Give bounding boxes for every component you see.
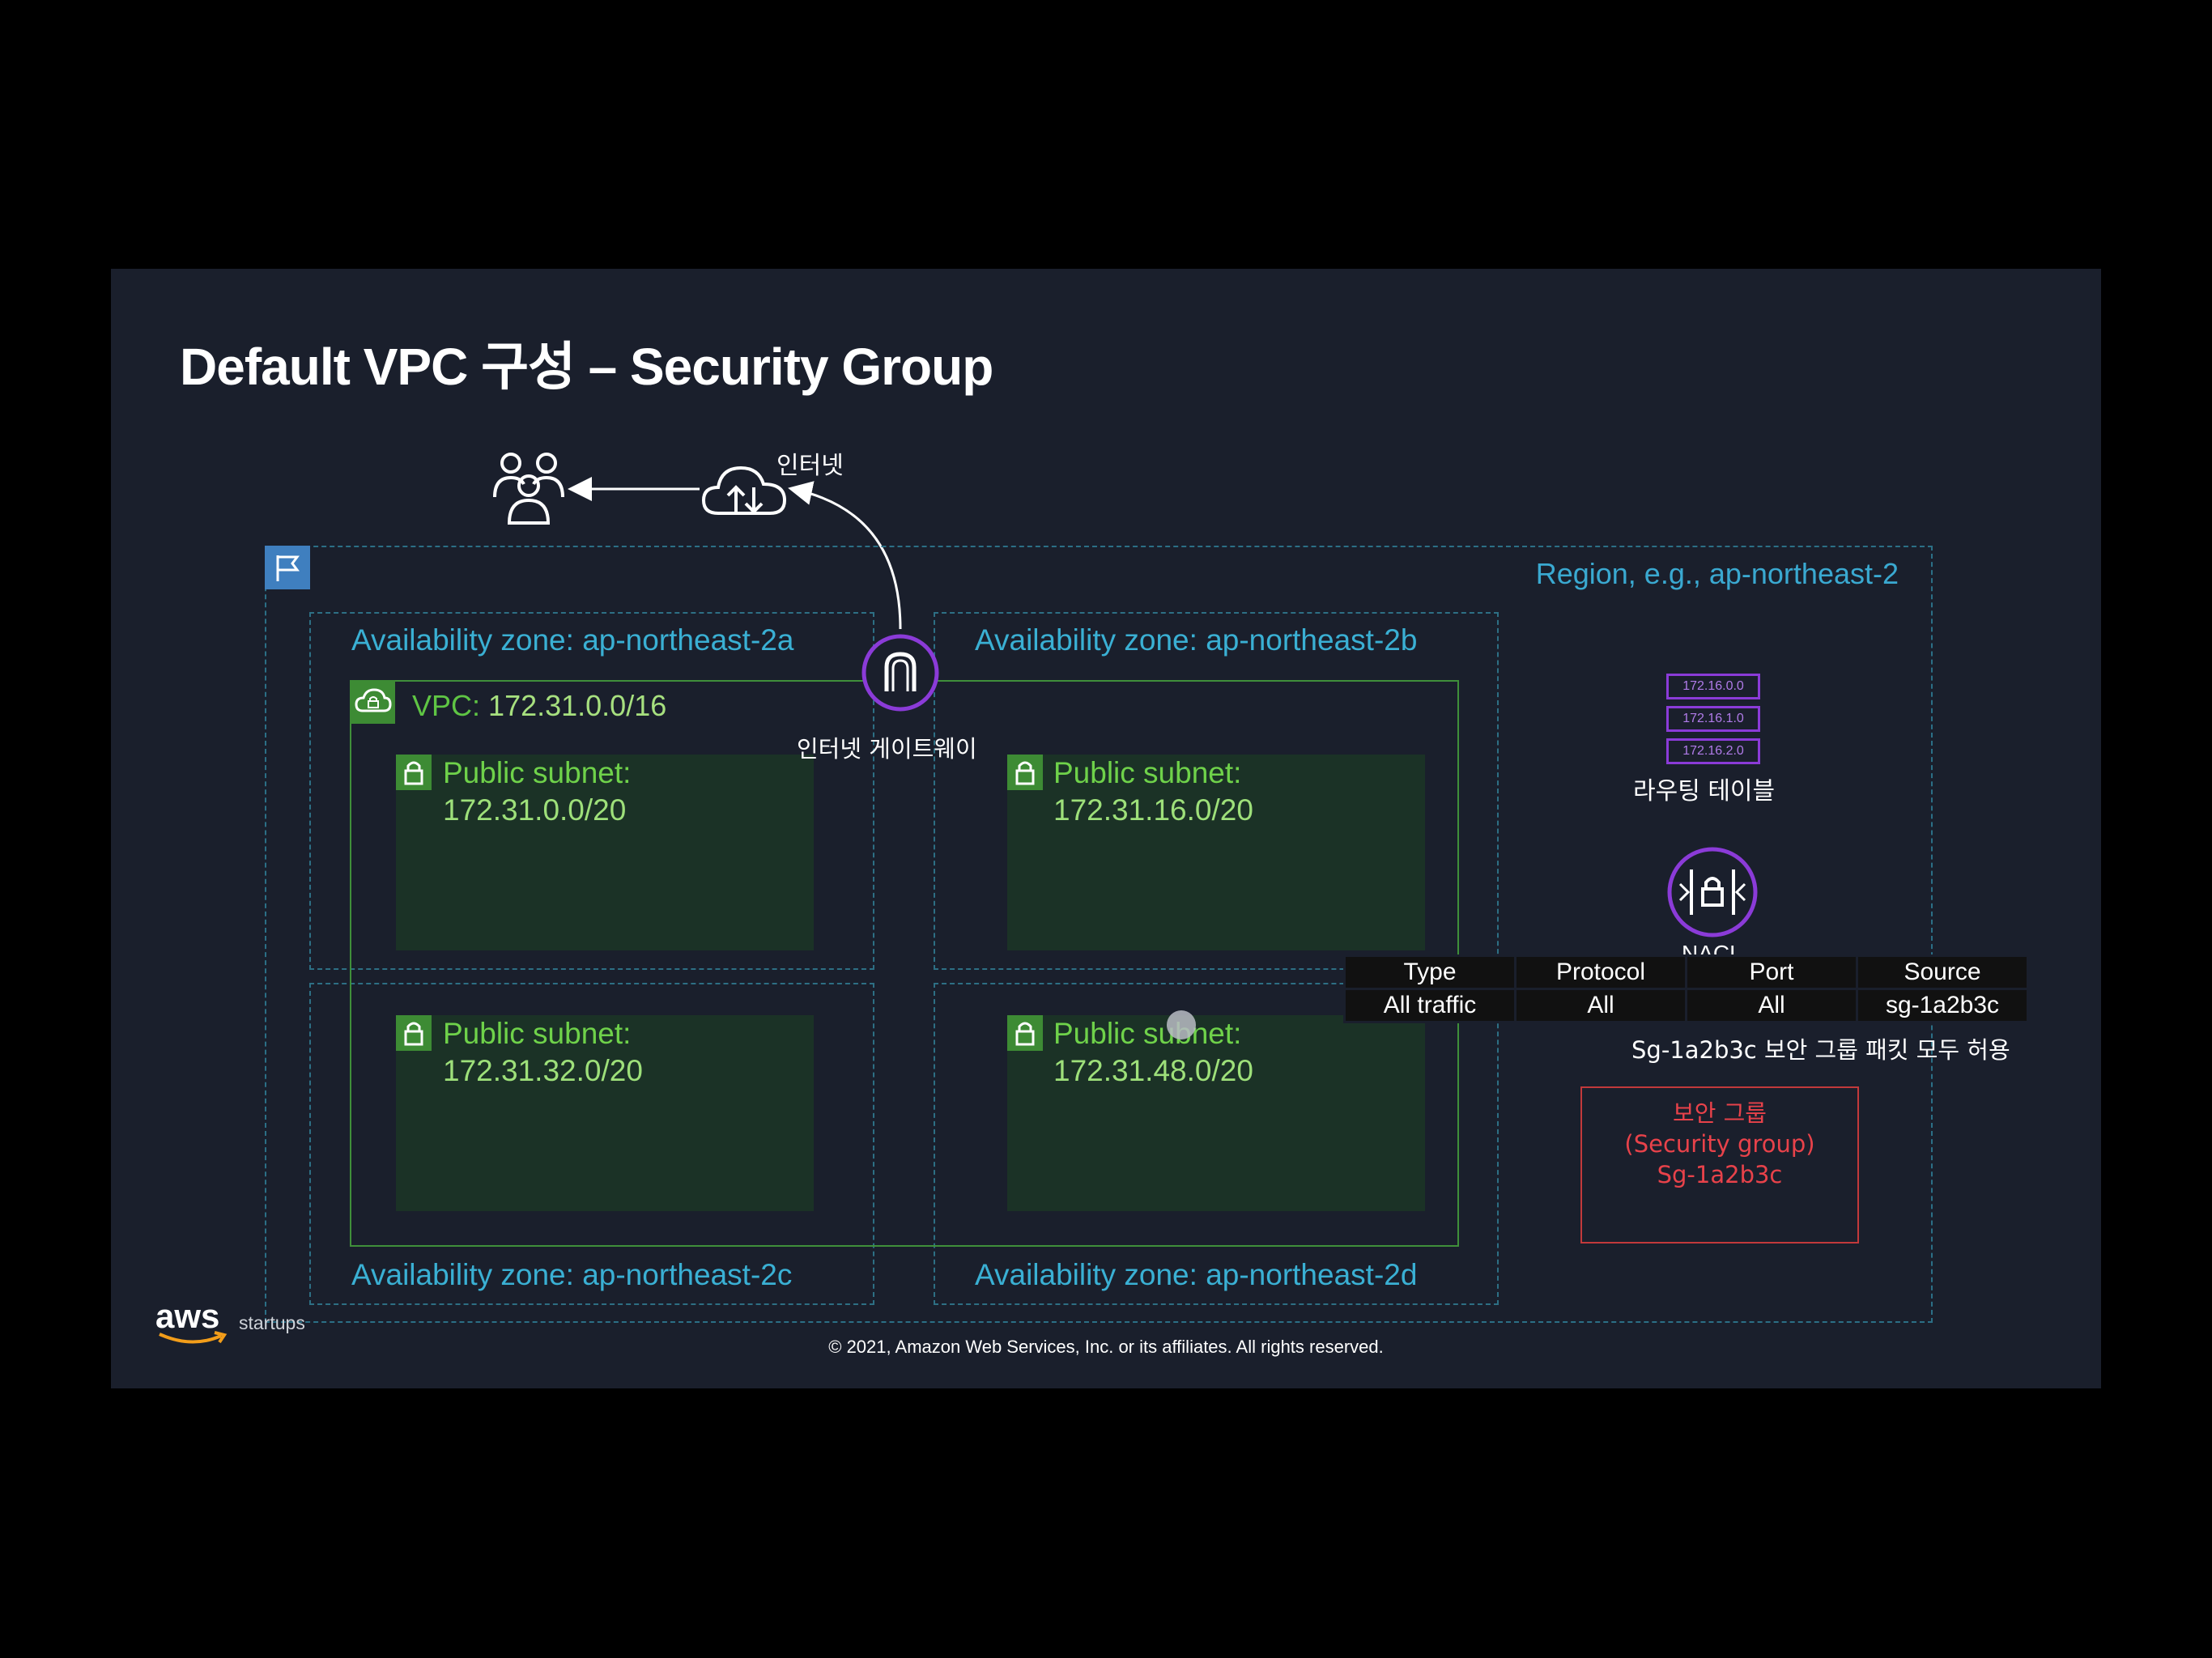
- route-row: 172.16.1.0: [1666, 706, 1760, 732]
- internet-cloud-icon: [701, 466, 787, 515]
- az-2d-label: Availability zone: ap-northeast-2d: [975, 1258, 1418, 1291]
- subnet-cidr: 172.31.32.0/20: [443, 1054, 643, 1087]
- col-protocol: Protocol: [1514, 954, 1687, 990]
- subnet-cidr: 172.31.0.0/20: [443, 793, 627, 827]
- cell-source: sg-1a2b3c: [1856, 988, 2029, 1023]
- slide: Default VPC 구성 – Security Group 인터넷: [111, 269, 2101, 1388]
- subnet-lock-icon: [1007, 1015, 1043, 1051]
- az-2b: [934, 612, 1499, 970]
- az-2c-label: Availability zone: ap-northeast-2c: [351, 1258, 793, 1291]
- az-2b-label: Availability zone: ap-northeast-2b: [975, 623, 1418, 657]
- table-header-row: Type Protocol Port Source: [1343, 954, 2029, 990]
- region-flag-icon: [265, 546, 310, 589]
- routing-table-label: 라우팅 테이블: [1633, 777, 1776, 806]
- subnet-box-2: [1007, 755, 1425, 950]
- internet-label: 인터넷: [776, 452, 844, 480]
- connection-arrows: [568, 477, 902, 630]
- vpc-label: VPC: 172.31.0.0/16: [412, 689, 666, 723]
- aws-logo: aws: [155, 1297, 220, 1335]
- slide-title: Default VPC 구성 – Security Group: [180, 338, 993, 396]
- nacl-icon: [1667, 847, 1758, 937]
- security-group-subtitle: (Security group): [1624, 1130, 1815, 1158]
- aws-smile-icon: [159, 1331, 228, 1344]
- security-group-title: 보안 그룹: [1673, 1099, 1767, 1127]
- route-row: 172.16.2.0: [1666, 738, 1760, 764]
- region-boundary: [265, 546, 1933, 1323]
- col-type: Type: [1343, 954, 1516, 990]
- az-2d: [934, 983, 1499, 1305]
- security-group-note: Sg-1a2b3c 보안 그룹 패킷 모두 허용: [1631, 1036, 2010, 1064]
- cell-type: All traffic: [1343, 988, 1516, 1023]
- nacl-label: NACL: [1682, 941, 1742, 957]
- subnet-title: Public subnet:: [1053, 1017, 1242, 1050]
- aws-startups-label: startups: [239, 1312, 305, 1333]
- subnet-label-1: Public subnet: 172.31.0.0/20: [443, 755, 631, 829]
- vpc-cloud-icon: [350, 680, 395, 724]
- copyright-footer: © 2021, Amazon Web Services, Inc. or its…: [828, 1337, 1384, 1357]
- subnet-box-1: [396, 755, 814, 950]
- subnet-box-4: [1007, 1015, 1425, 1211]
- subnet-title: Public subnet:: [1053, 756, 1242, 789]
- col-source: Source: [1856, 954, 2029, 990]
- internet-gateway-label: 인터넷 게이트웨이: [797, 735, 977, 763]
- subnet-lock-icon: [396, 755, 432, 790]
- subnet-title: Public subnet:: [443, 1017, 632, 1050]
- subnet-box-3: [396, 1015, 814, 1211]
- az-2c: [309, 983, 874, 1305]
- routing-table-icon: 172.16.0.0 172.16.1.0 172.16.2.0: [1666, 674, 1760, 764]
- subnet-cidr: 172.31.16.0/20: [1053, 793, 1253, 827]
- security-group-box: 보안 그룹 (Security group) Sg-1a2b3c: [1580, 1086, 1859, 1244]
- subnet-label-4: Public subnet: 172.31.48.0/20: [1053, 1015, 1253, 1090]
- subnet-label-2: Public subnet: 172.31.16.0/20: [1053, 755, 1253, 829]
- subnet-label-3: Public subnet: 172.31.32.0/20: [443, 1015, 643, 1090]
- az-2a-label: Availability zone: ap-northeast-2a: [351, 623, 794, 657]
- az-2a: [309, 612, 874, 970]
- cell-protocol: All: [1514, 988, 1687, 1023]
- internet-gateway-icon: [861, 634, 939, 712]
- table-row: All traffic All All sg-1a2b3c: [1343, 988, 2029, 1023]
- vpc-prefix: VPC:: [412, 689, 481, 722]
- col-port: Port: [1685, 954, 1858, 990]
- pointer-cursor: [1167, 1010, 1196, 1039]
- vpc-cidr: 172.31.0.0/16: [488, 689, 667, 722]
- cell-port: All: [1685, 988, 1858, 1023]
- subnet-lock-icon: [396, 1015, 432, 1051]
- region-label: Region, e.g., ap-northeast-2: [1535, 557, 1899, 590]
- subnet-lock-icon: [1007, 755, 1043, 790]
- security-group-rules-table: Type Protocol Port Source All traffic Al…: [1343, 954, 2029, 1023]
- users-icon: [493, 453, 564, 525]
- route-row: 172.16.0.0: [1666, 674, 1760, 699]
- subnet-cidr: 172.31.48.0/20: [1053, 1054, 1253, 1087]
- subnet-title: Public subnet:: [443, 756, 632, 789]
- security-group-id: Sg-1a2b3c: [1657, 1161, 1783, 1188]
